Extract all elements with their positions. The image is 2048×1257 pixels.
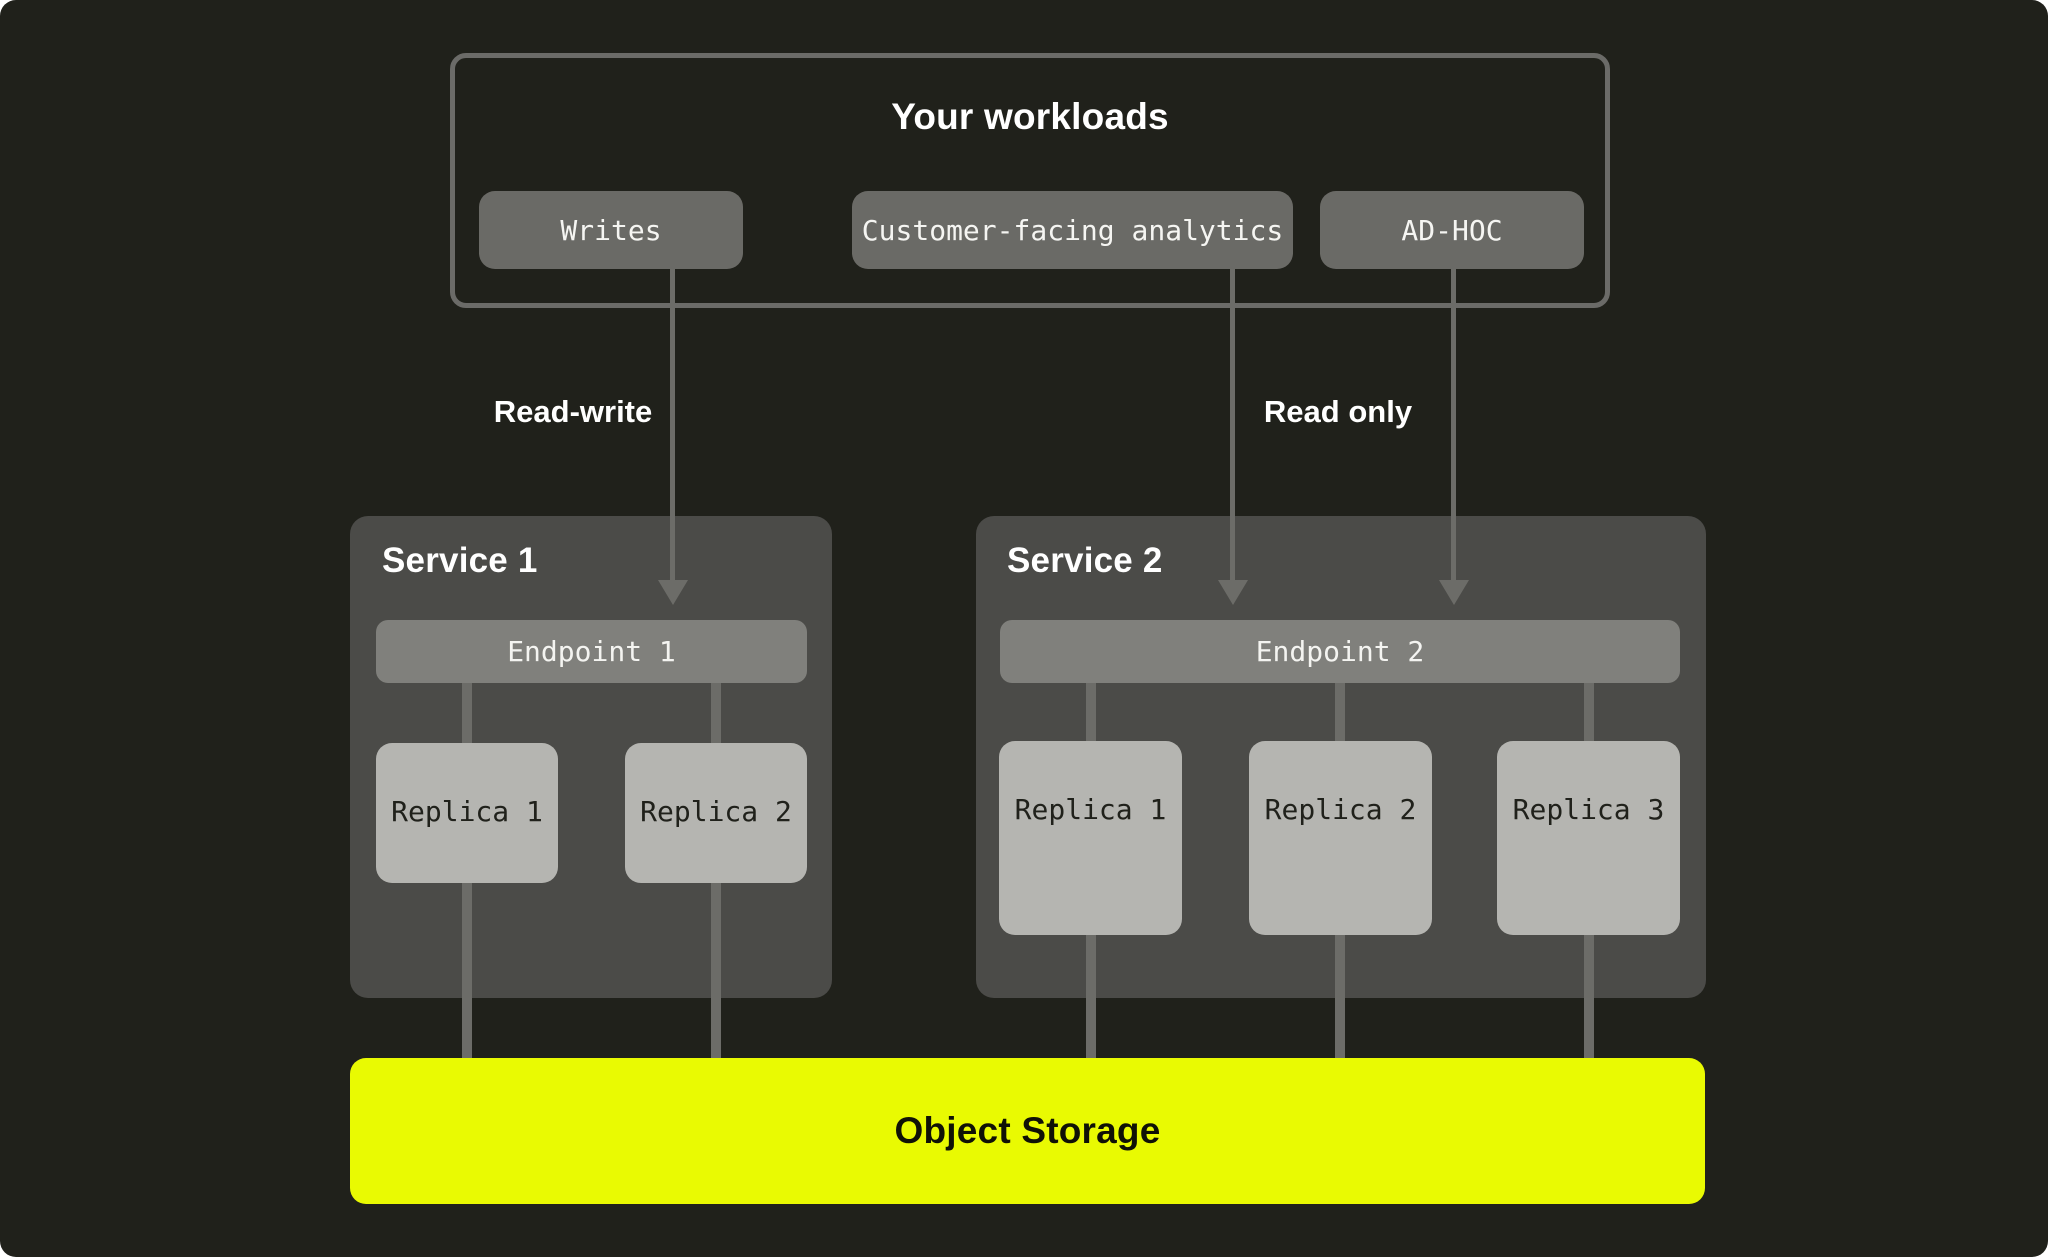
arrowhead-down-icon bbox=[1439, 580, 1469, 605]
arrowhead-down-icon bbox=[1218, 580, 1248, 605]
object-storage-bar: Object Storage bbox=[350, 1058, 1705, 1204]
replica-node: Replica 2 bbox=[625, 743, 807, 883]
service-1-title: Service 1 bbox=[382, 541, 538, 580]
replica-node: Replica 3 bbox=[1497, 741, 1680, 935]
service-2-title: Service 2 bbox=[1007, 541, 1163, 580]
endpoint-1-bar: Endpoint 1 bbox=[376, 620, 807, 683]
edge-line-analytics-to-endpoint2 bbox=[1230, 269, 1235, 582]
object-storage-label: Object Storage bbox=[894, 1110, 1161, 1151]
edge-line-adhoc-to-endpoint2 bbox=[1451, 269, 1456, 582]
endpoint-2-bar: Endpoint 2 bbox=[1000, 620, 1680, 683]
endpoint-label: Endpoint 2 bbox=[1255, 635, 1425, 668]
replica-label: Replica 3 bbox=[1512, 793, 1665, 826]
arrowhead-down-icon bbox=[658, 580, 688, 605]
replica-label: Replica 1 bbox=[391, 795, 543, 828]
replica-node: Replica 1 bbox=[999, 741, 1182, 935]
replica-label: Replica 1 bbox=[1014, 793, 1167, 826]
edge-line-writes-to-endpoint1 bbox=[670, 269, 675, 582]
replica-label: Replica 2 bbox=[640, 795, 792, 828]
workloads-title: Your workloads bbox=[891, 96, 1169, 137]
edge-label-read-only: Read only bbox=[1263, 394, 1413, 429]
endpoint-label: Endpoint 1 bbox=[507, 635, 676, 668]
workload-node-writes: Writes bbox=[479, 191, 743, 269]
workloads-group-box bbox=[450, 53, 1610, 308]
workload-node-label: Customer-facing analytics bbox=[861, 213, 1284, 247]
workload-node-label: AD-HOC bbox=[1401, 213, 1503, 247]
replica-node: Replica 2 bbox=[1249, 741, 1432, 935]
edge-label-read-write: Read-write bbox=[493, 394, 653, 429]
workload-node-label: Writes bbox=[560, 213, 662, 247]
replica-node: Replica 1 bbox=[376, 743, 558, 883]
replica-label: Replica 2 bbox=[1264, 793, 1417, 826]
workload-node-customer-facing-analytics: Customer-facing analytics bbox=[852, 191, 1293, 269]
workload-node-ad-hoc: AD-HOC bbox=[1320, 191, 1584, 269]
